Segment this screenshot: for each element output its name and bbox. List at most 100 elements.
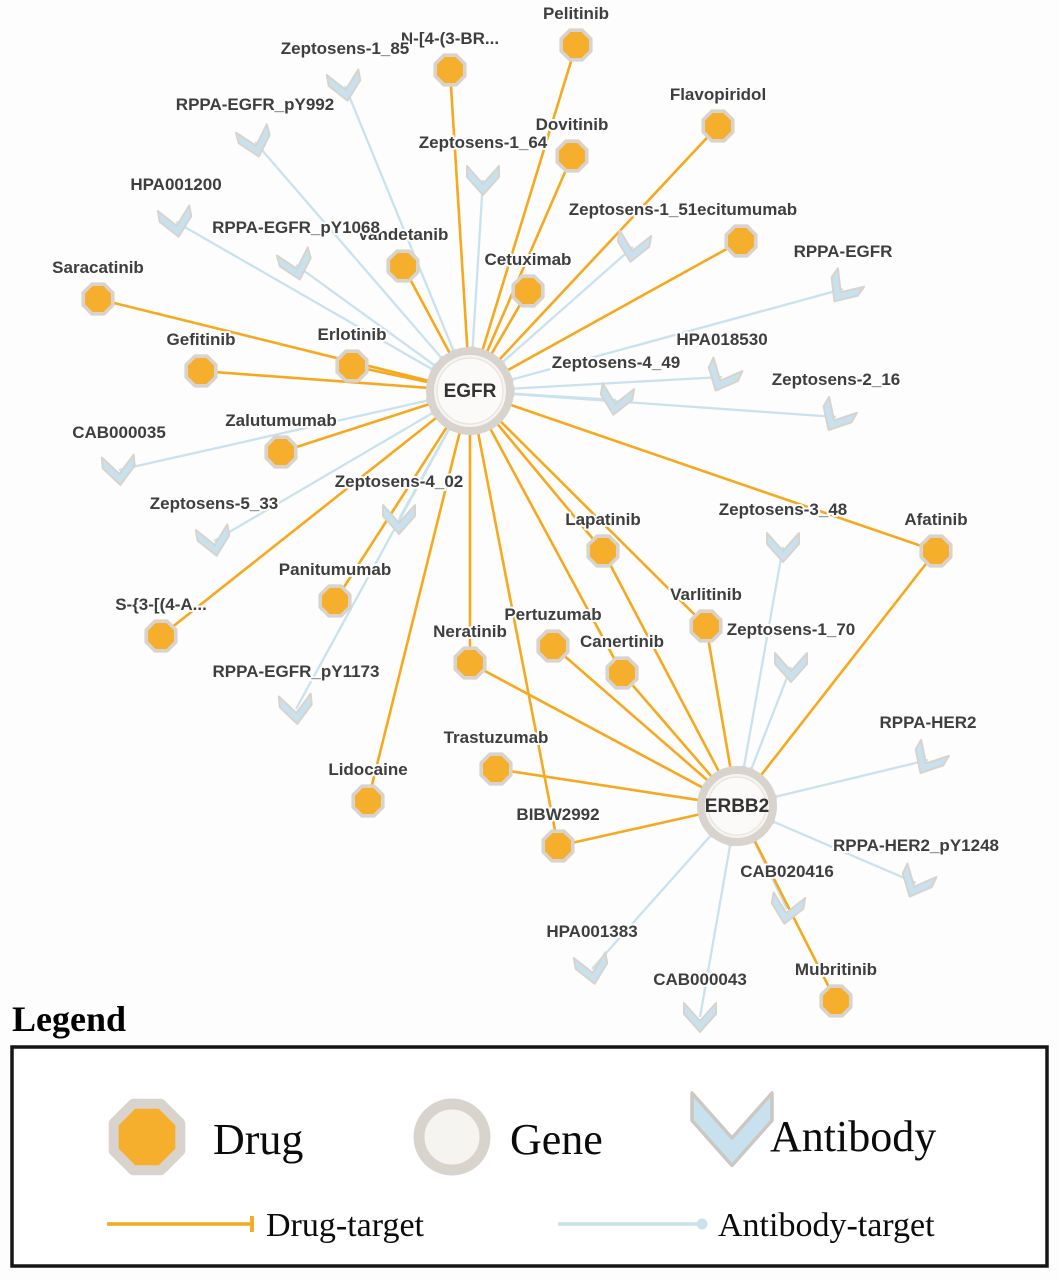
drug-target-edge-mubritinib xyxy=(751,835,838,1002)
drug-octagon-icon xyxy=(351,784,385,818)
drug-octagon-icon xyxy=(605,656,639,690)
antibody-chevron-icon xyxy=(466,165,500,196)
gene-legend-icon xyxy=(413,1098,491,1176)
antibody-node-rppa-egfr-py992 xyxy=(234,123,271,158)
node-label-zeptosens-1-85: Zeptosens-1_85 xyxy=(281,39,410,58)
antibody-chevron-icon xyxy=(234,123,271,158)
node-label-gefitinib: Gefitinib xyxy=(167,330,236,349)
antibody-chevron-icon xyxy=(830,267,866,303)
antibody-chevron-icon xyxy=(572,951,609,985)
drug-target-edge-varlitinib xyxy=(496,416,707,627)
legend: Legend Drug Gene Antibody Drug-target An… xyxy=(10,999,1049,1268)
antibody-target-legend-label: Antibody-target xyxy=(718,1207,935,1244)
antibody-chevron-icon xyxy=(770,891,807,925)
drug-octagon-icon xyxy=(819,984,853,1018)
drug-target-edge-afatinib xyxy=(505,402,937,553)
antibody-target-legend-dot xyxy=(696,1218,708,1230)
legend-heading: Legend xyxy=(12,999,126,1039)
node-label-zeptosens-4-02: Zeptosens-4_02 xyxy=(335,472,464,491)
drug-node-mubritinib xyxy=(819,984,853,1018)
node-label-rppa-egfr-py992: RPPA-EGFR_pY992 xyxy=(176,95,334,114)
antibody-node-zeptosens-4-49 xyxy=(599,382,636,416)
drug-legend-icon xyxy=(108,1098,186,1176)
antibody-chevron-icon xyxy=(901,862,938,898)
gene-label-egfr: EGFR xyxy=(444,381,497,402)
drug-octagon-icon xyxy=(724,224,758,258)
antibody-chevron-icon xyxy=(382,504,416,535)
drug-octagon-icon xyxy=(264,435,298,469)
node-label-trastuzumab: Trastuzumab xyxy=(444,728,549,747)
drug-target-edge-lapatinib xyxy=(601,550,723,777)
drug-octagon-icon xyxy=(559,28,593,62)
antibody-node-hpa001200 xyxy=(156,204,193,238)
drug-target-edge-dovitinib xyxy=(483,155,574,357)
node-label-pertuzumab: Pertuzumab xyxy=(504,605,601,624)
node-label-bibw2992: BIBW2992 xyxy=(516,805,599,824)
antibody-target-edge-cab000043 xyxy=(698,842,732,1018)
antibody-node-rppa-egfr xyxy=(830,267,866,303)
antibody-target-edge-rppa-egfr-py1173 xyxy=(294,426,452,710)
gene-node-erbb2: ERBB2 xyxy=(697,766,777,846)
node-label-lidocaine: Lidocaine xyxy=(328,760,407,779)
drug-node-bibw2992 xyxy=(541,829,575,863)
drug-octagon-icon xyxy=(318,584,352,618)
drug-node-zalutumumab xyxy=(264,435,298,469)
node-label-hpa018530: HPA018530 xyxy=(676,330,767,349)
drug-node-n-4-3-br xyxy=(433,53,467,87)
antibody-node-zeptosens-2-16 xyxy=(822,395,858,431)
gene-legend-label: Gene xyxy=(510,1115,603,1164)
drug-node-pelitinib xyxy=(559,28,593,62)
drug-node-gefitinib xyxy=(184,354,218,388)
drug-target-edge-zalutumumab xyxy=(280,401,435,454)
antibody-target-edge-rppa-egfr-py1068 xyxy=(295,264,438,368)
antibody-target-edge-zeptosens-1-51 xyxy=(499,246,634,365)
drug-octagon-icon xyxy=(144,619,178,653)
drug-target-legend-label: Drug-target xyxy=(266,1207,425,1244)
antibody-target-edge-zeptosens-2-16 xyxy=(510,392,837,419)
node-label-erlotinib: Erlotinib xyxy=(318,325,387,344)
antibody-node-cab000035 xyxy=(100,453,136,486)
drug-target-edge-canertinib xyxy=(621,672,716,782)
antibody-node-rppa-egfr-py1173 xyxy=(277,692,313,725)
drug-target-edge-afatinib xyxy=(756,550,938,780)
node-label-neratinib: Neratinib xyxy=(433,622,507,641)
drug-octagon-icon xyxy=(541,829,575,863)
antibody-target-edge-rppa-egfr-py992 xyxy=(254,141,445,361)
drug-octagon-icon xyxy=(555,139,589,173)
drug-node-canertinib xyxy=(605,656,639,690)
node-label-canertinib: Canertinib xyxy=(580,632,664,651)
antibody-node-cab000043 xyxy=(683,1002,717,1033)
antibody-chevron-icon xyxy=(822,395,858,431)
drug-node-dovitinib xyxy=(555,139,589,173)
drug-node-panitumumab xyxy=(318,584,352,618)
node-label-cab000035: CAB000035 xyxy=(72,423,166,442)
antibody-chevron-icon xyxy=(766,532,800,563)
node-label-rppa-egfr-py1173: RPPA-EGFR_pY1173 xyxy=(213,662,380,681)
node-label-n-4-3-br: N-[4-(3-BR... xyxy=(401,29,499,48)
antibody-target-edge-cab000035 xyxy=(118,398,431,472)
antibody-chevron-icon xyxy=(599,382,636,416)
node-label-varlitinib: Varlitinib xyxy=(670,585,742,604)
drug-target-edge-trastuzumab xyxy=(495,767,704,803)
drug-octagon-icon xyxy=(511,274,545,308)
legend-box xyxy=(10,1045,1049,1268)
gene-label-erbb2: ERBB2 xyxy=(705,796,769,817)
drug-target-edge-saracatinib xyxy=(97,297,434,384)
antibody-target-edge-hpa001383 xyxy=(591,832,714,970)
drug-node-lidocaine xyxy=(351,784,385,818)
drug-octagon-icon xyxy=(586,534,620,568)
antibody-target-edge-zeptosens-1-70 xyxy=(749,666,793,772)
drug-octagon-icon xyxy=(433,53,467,87)
antibody-chevron-icon xyxy=(100,453,136,486)
drug-target-edge-n-4-3-br xyxy=(448,69,469,354)
drug-node-s-3-4-a xyxy=(144,619,178,653)
antibody-target-edge-hpa018530 xyxy=(510,375,723,390)
drug-target-edge-s-3-4-a xyxy=(160,413,442,638)
node-label-vandetanib: Vandetanib xyxy=(358,225,449,244)
drug-legend-label: Drug xyxy=(213,1115,303,1164)
antibody-chevron-icon xyxy=(774,652,808,683)
node-label-saracatinib: Saracatinib xyxy=(52,258,144,277)
node-label-rppa-egfr: RPPA-EGFR xyxy=(794,242,893,261)
drug-node-pertuzumab xyxy=(536,629,570,663)
drug-target-edge-lapatinib xyxy=(493,419,604,552)
